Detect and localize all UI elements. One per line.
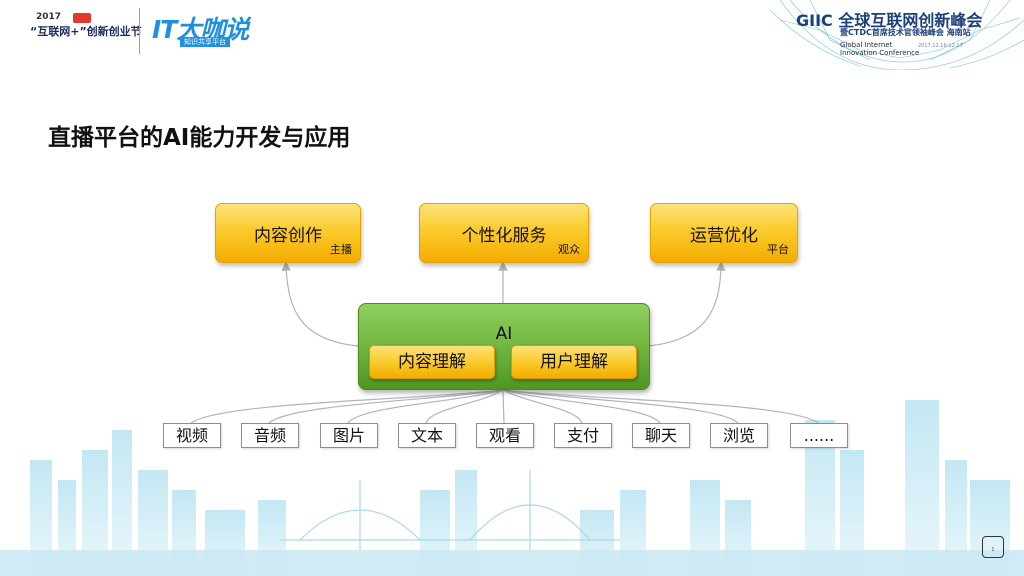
- app-sub-label: 平台: [767, 243, 789, 256]
- app-label: 内容创作: [254, 226, 322, 246]
- app-box-personalized-service: 个性化服务 观众: [419, 203, 589, 263]
- app-box-content-creation: 内容创作 主播: [215, 203, 361, 263]
- it-logo-subtitle: 知识共享平台: [180, 37, 230, 47]
- input-box-payment: 支付: [554, 423, 612, 448]
- logo-year: 2017: [36, 12, 62, 22]
- innovation-festival-logo: 2017 “互联网+”创新创业节: [28, 10, 143, 54]
- logo-festival-name: “互联网+”创新创业节: [30, 25, 142, 38]
- header-divider: [139, 8, 140, 54]
- giic-english: Global Internet Innovation Conference: [840, 41, 919, 57]
- app-label: 个性化服务: [461, 226, 547, 246]
- giic-english-line1: Global Internet: [840, 41, 893, 49]
- input-box-audio: 音频: [241, 423, 299, 448]
- city-skyline-decoration: [0, 400, 1024, 576]
- logo-badge: [73, 13, 91, 23]
- ai-label: AI: [495, 324, 513, 344]
- ai-item-content-understanding: 内容理解: [369, 345, 495, 379]
- input-box-image: 图片: [320, 423, 378, 448]
- input-box-browse: 浏览: [710, 423, 768, 448]
- giic-logo: GIIC 全球互联网创新峰会 暨CTDC首席技术官领袖峰会 海南站 Global…: [770, 0, 1024, 70]
- app-sub-label: 观众: [558, 243, 580, 256]
- globe-mesh-icon: [770, 0, 1024, 70]
- page-title: 直播平台的AI能力开发与应用: [48, 125, 351, 151]
- input-box-text: 文本: [398, 423, 456, 448]
- input-box-chat: 聊天: [632, 423, 690, 448]
- input-box-watch: 观看: [476, 423, 534, 448]
- ai-core-box: AI 内容理解 用户理解: [358, 303, 650, 390]
- corner-logo-icon: ⨾: [982, 536, 1004, 558]
- giic-english-line2: Innovation Conference: [840, 49, 920, 57]
- input-box-video: 视频: [163, 423, 221, 448]
- giic-date: 2017.12.16-12.17: [918, 43, 963, 49]
- input-box-more: ......: [790, 423, 848, 448]
- ai-item-user-understanding: 用户理解: [511, 345, 637, 379]
- giic-subtitle: 暨CTDC首席技术官领袖峰会 海南站: [840, 28, 971, 37]
- giic-brand: GIIC 全球互联网创新峰会: [796, 11, 983, 30]
- app-label: 运营优化: [690, 226, 758, 246]
- it-daka-logo: IT大咖说 知识共享平台: [152, 10, 268, 47]
- app-box-operation-optimization: 运营优化 平台: [650, 203, 798, 263]
- app-sub-label: 主播: [330, 243, 352, 256]
